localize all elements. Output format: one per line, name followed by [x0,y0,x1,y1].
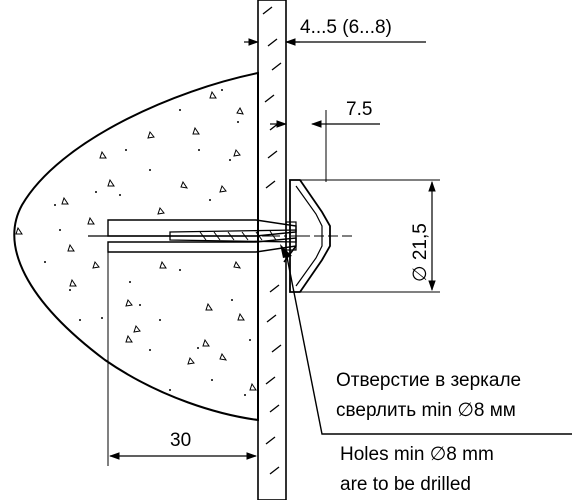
dimension-head-diameter: ∅ 21,5 [410,180,436,292]
dimension-wall-thickness: 4...5 (6...8) [244,17,426,46]
note-en-line2: are to be drilled [340,474,471,495]
concrete-speckle [44,89,251,396]
dim-head-offset-label: 7.5 [346,99,372,120]
concrete-aggregate [15,90,257,391]
note-en-line1: Holes min ∅8 mm [340,444,494,465]
hole-leader [280,244,572,435]
dimension-anchor-depth: 30 [108,430,258,460]
note-ru-line1: Отверстие в зеркале [336,370,521,391]
extension-lines [107,0,440,466]
dim-head-diameter-label: ∅ 21,5 [410,223,431,282]
wall-plug [88,219,308,253]
dim-anchor-depth-label: 30 [170,430,191,451]
concrete-wall [13,71,259,422]
mirror-holder-cap [285,179,352,293]
note-ru-line2: сверлить min ∅8 мм [336,400,516,421]
dim-wall-thickness-label: 4...5 (6...8) [300,17,392,38]
mirror-hatching [262,6,282,475]
dimension-head-offset: 7.5 [270,99,380,128]
drilling-note: Отверстие в зеркале сверлить min ∅8 мм H… [336,370,521,495]
